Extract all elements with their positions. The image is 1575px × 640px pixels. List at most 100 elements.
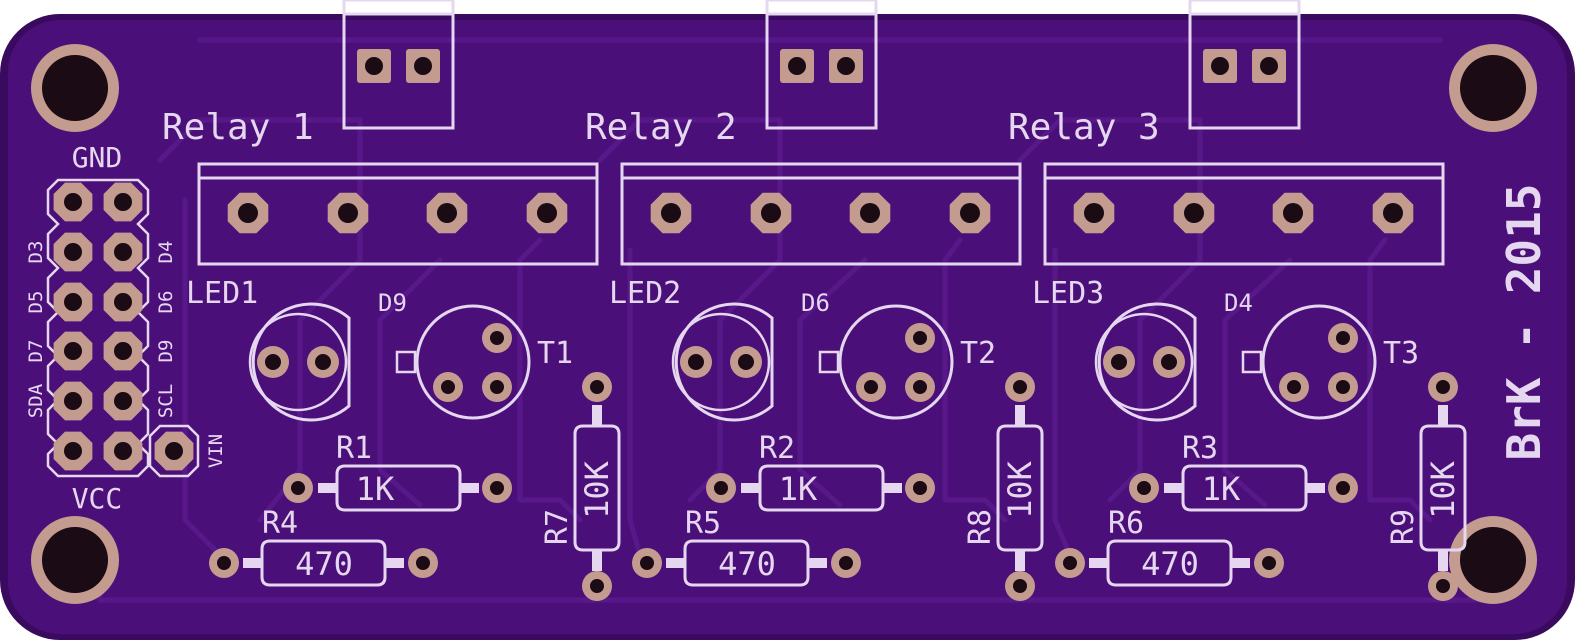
pull-resistor-ref: R9	[1386, 509, 1421, 545]
base-resistor-footprint	[1129, 464, 1358, 512]
led-pad	[307, 346, 339, 378]
header-pin	[103, 182, 143, 222]
base-resistor-footprint	[706, 464, 935, 512]
resistor-lead	[385, 558, 404, 568]
resistor-pad	[283, 473, 313, 503]
base-resistor-value: 1K	[1202, 470, 1241, 508]
led-label: LED3	[1032, 276, 1104, 311]
transistor-pad	[433, 372, 463, 402]
header-pin	[53, 282, 93, 322]
relay-terminal-block	[197, 162, 599, 266]
diode-label: D9	[378, 289, 407, 317]
terminal-pad	[849, 192, 891, 234]
terminal-pad	[650, 192, 692, 234]
trace	[1222, 257, 1293, 508]
resistor-pad	[632, 548, 662, 578]
header-label-d4: D4	[155, 241, 177, 264]
mounting-hole-bottom-left	[31, 516, 119, 604]
header-label-vin: VIN	[205, 434, 227, 468]
relay-channel-1: Relay 1 LED1 D9 T1 R1 1K R4 470 R7 10K	[162, 0, 621, 601]
terminal-pad	[1252, 49, 1286, 83]
transistor-footprint	[1241, 304, 1377, 420]
resistor-lead	[741, 483, 760, 493]
header-vcc-label: VCC	[72, 482, 123, 515]
transistor-label: T1	[537, 336, 573, 371]
relay-channel-3: Relay 3 LED3 D4 T3 R3 1K R6 470 R9 10K	[1008, 0, 1467, 601]
mounting-hole-bottom-right	[1449, 516, 1537, 604]
transistor-pad	[1328, 372, 1358, 402]
trace	[182, 197, 223, 558]
led-label: LED2	[609, 276, 681, 311]
resistor-lead	[592, 405, 602, 426]
terminal-pad	[426, 192, 468, 234]
header-label-sda: SDA	[25, 383, 47, 418]
resistor-pad	[706, 473, 736, 503]
header-pin	[103, 431, 143, 471]
led-pad	[730, 346, 762, 378]
led-resistor-footprint	[632, 539, 861, 587]
led-resistor-ref: R4	[262, 506, 298, 541]
led-footprint	[671, 302, 774, 422]
base-resistor-ref: R2	[759, 431, 795, 466]
resistor-lead	[1438, 405, 1448, 426]
transistor-pad	[482, 372, 512, 402]
led-resistor-ref: R6	[1108, 506, 1144, 541]
resistor-pad	[582, 372, 612, 402]
header-pin-vin	[154, 431, 194, 471]
resistor-pad	[1129, 473, 1159, 503]
trace	[517, 237, 583, 523]
board-substrate	[8, 20, 1567, 634]
channel-footprints	[620, 0, 1044, 601]
header-pin	[103, 282, 143, 322]
resistor-pad	[831, 548, 861, 578]
terminal-pad	[406, 49, 440, 83]
relay-label: Relay 2	[585, 107, 737, 148]
transistor-pad	[1279, 372, 1309, 402]
pull-resistor-footprint	[573, 372, 621, 601]
relay-channel-2: Relay 2 LED2 D6 T2 R2 1K R5 470 R8 10K	[585, 0, 1044, 601]
trace	[157, 117, 363, 523]
header-label-scl: SCL	[155, 384, 177, 418]
resistor-pad	[1328, 473, 1358, 503]
relay-label: Relay 1	[162, 107, 314, 148]
resistor-lead	[460, 483, 479, 493]
trace	[1052, 247, 1073, 558]
header-label-d6: D6	[155, 291, 177, 314]
pull-resistor-value: 10K	[578, 460, 616, 519]
resistor-lead	[883, 483, 902, 493]
header-pin	[53, 331, 93, 371]
terminal-pad	[750, 192, 792, 234]
pull-resistor-ref: R8	[963, 509, 998, 545]
io-header: GND VCC D3 D5 D7 SDA D4 D6 D9 SCL VIN	[25, 141, 227, 515]
resistor-lead	[666, 558, 685, 568]
resistor-pad	[408, 548, 438, 578]
channel-footprints	[1043, 0, 1467, 601]
resistor-lead	[1089, 558, 1108, 568]
led-resistor-value: 470	[295, 545, 353, 583]
pull-resistor-ref: R7	[540, 509, 575, 545]
header-label-d5: D5	[25, 291, 47, 314]
resistor-pad	[1428, 372, 1458, 402]
resistor-pad	[1055, 548, 1085, 578]
trace	[377, 257, 443, 508]
terminal-pad	[780, 49, 814, 83]
transistor-footprint	[395, 304, 531, 420]
terminal-pad	[829, 49, 863, 83]
pull-resistor-footprint	[1419, 372, 1467, 601]
resistor-lead	[1015, 550, 1025, 571]
led-footprint	[1094, 302, 1197, 422]
resistor-lead	[1164, 483, 1183, 493]
led-resistor-footprint	[209, 539, 438, 587]
terminal-pad	[227, 192, 269, 234]
resistor-lead	[1015, 405, 1025, 426]
terminal-pad	[357, 49, 391, 83]
relay-terminal-block	[620, 162, 1022, 266]
header-pin	[103, 232, 143, 272]
header-pin	[53, 431, 93, 471]
transistor-label: T3	[1383, 336, 1419, 371]
led-label: LED1	[186, 276, 258, 311]
led-resistor-ref: R5	[685, 506, 721, 541]
base-resistor-footprint	[283, 464, 512, 512]
transistor-pad	[905, 372, 935, 402]
